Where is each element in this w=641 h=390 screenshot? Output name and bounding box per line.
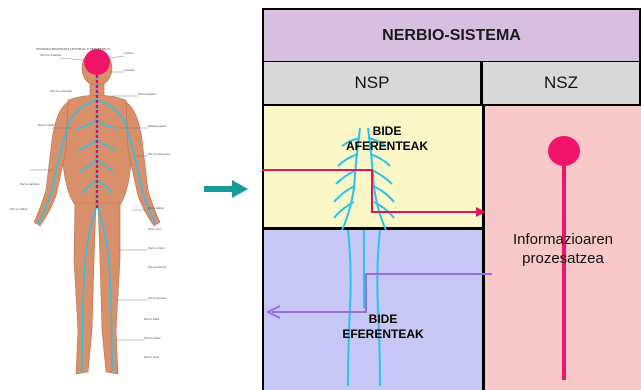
svg-text:Nervios craneales: Nervios craneales (40, 53, 62, 57)
svg-text:Cerebelo: Cerebelo (124, 68, 135, 72)
svg-text:Cerebro: Cerebro (124, 51, 134, 55)
teal-arrow-icon (204, 178, 248, 200)
nervous-system-figure: SISTEMA NERVIOSO CENTRAL Y PERIFÉRICO Ne… (0, 0, 200, 390)
svg-text:Nervio cubital: Nervio cubital (10, 207, 27, 211)
figure-brain (84, 49, 110, 75)
nervous-system-table: NERBIO-SISTEMA NSP NSZ B (262, 8, 641, 390)
svg-text:Nervios cervicales: Nervios cervicales (50, 89, 73, 93)
svg-text:Nervio tibial: Nervio tibial (144, 317, 159, 321)
svg-text:Nervio intercostal: Nervio intercostal (148, 152, 170, 156)
svg-text:Nervio safeno: Nervio safeno (144, 336, 161, 340)
svg-text:Nervio sural: Nervio sural (144, 355, 159, 359)
nsz-brain-icon (548, 136, 580, 166)
svg-text:Nervio femoral: Nervio femoral (148, 265, 167, 269)
svg-text:Plexo braquial: Plexo braquial (138, 92, 156, 96)
afferent-arrowhead-icon (476, 207, 486, 217)
efferent-nerves (348, 230, 380, 386)
svg-text:Nervio mediano: Nervio mediano (20, 182, 40, 186)
svg-text:Nervio peroneo: Nervio peroneo (148, 296, 167, 300)
processing-label: Informazioaren prozesatzea (488, 230, 638, 268)
svg-text:Plexo sacro: Plexo sacro (148, 227, 162, 231)
efferent-label: BIDE EFERENTEAK (318, 312, 448, 342)
svg-text:Nervio ciático: Nervio ciático (148, 246, 166, 250)
afferent-label: BIDE AFERENTEAK (322, 124, 452, 154)
afferent-pathway-line (262, 170, 476, 212)
svg-text:Plexo lumbar: Plexo lumbar (148, 206, 164, 210)
svg-text:Nervio radial: Nervio radial (38, 123, 54, 127)
svg-text:Médula espinal: Médula espinal (148, 124, 167, 128)
efferent-pathway-line (272, 274, 492, 312)
